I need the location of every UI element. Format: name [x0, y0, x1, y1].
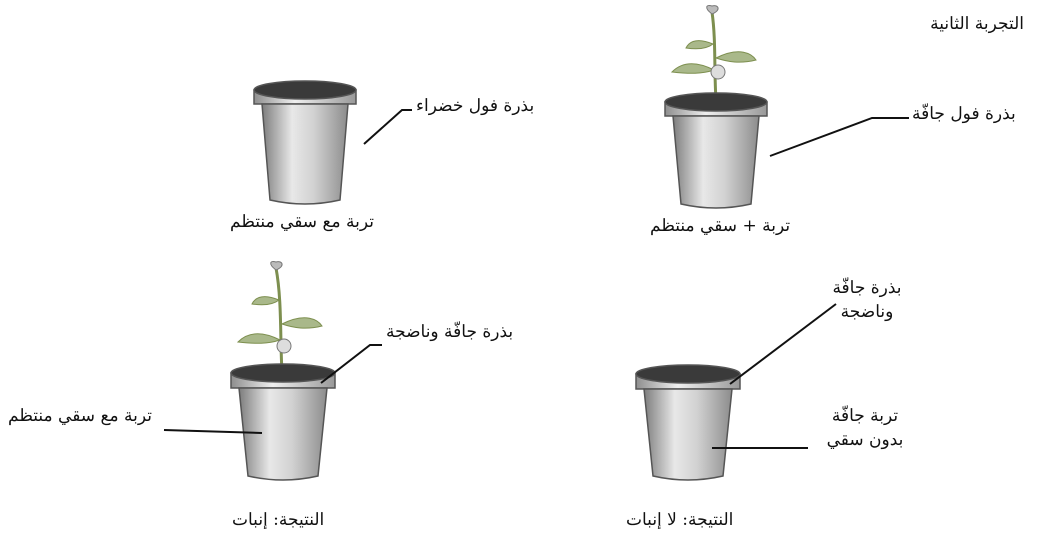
- seed-label-dry: بذرة فول جافّة: [912, 104, 1016, 124]
- leader-lines: [163, 109, 909, 449]
- pot-green-seed: [253, 80, 357, 205]
- seed-label-ripe-watered: بذرة جافّة وناضجة: [386, 322, 514, 342]
- plant-icon: [670, 5, 757, 101]
- soil-label-dry: تربة + سقي منتظم: [650, 216, 791, 236]
- leader-ripe-watered-soil: [163, 429, 263, 434]
- pot-dry-seed: [664, 5, 768, 209]
- soil-label-ripe-watered: تربة مع سقي منتظم: [8, 406, 152, 426]
- leader-ripe-watered: [320, 344, 382, 384]
- pot-ripe-watered: [230, 261, 336, 481]
- experiment-title: التجربة الثانية: [930, 14, 1024, 34]
- leader-green-seed: [363, 109, 412, 145]
- leader-ripe-unwatered-seed: [729, 303, 837, 385]
- soil-label-ripe-unwatered: تربة جافّة بدون سقي: [826, 406, 904, 450]
- result-label-ripe-unwatered: النتيجة: لا إنبات: [626, 510, 734, 530]
- pot-ripe-unwatered: [635, 364, 741, 481]
- soil-label-green: تربة مع سقي منتظم: [230, 212, 374, 232]
- plant-icon: [236, 261, 323, 373]
- seed-label-green: بذرة فول خضراء: [416, 96, 535, 116]
- result-label-ripe-watered: النتيجة: إنبات: [232, 510, 325, 530]
- seed-label-ripe-unwatered: بذرة جافّة وناضجة: [832, 278, 902, 322]
- leader-dry-seed: [769, 117, 909, 157]
